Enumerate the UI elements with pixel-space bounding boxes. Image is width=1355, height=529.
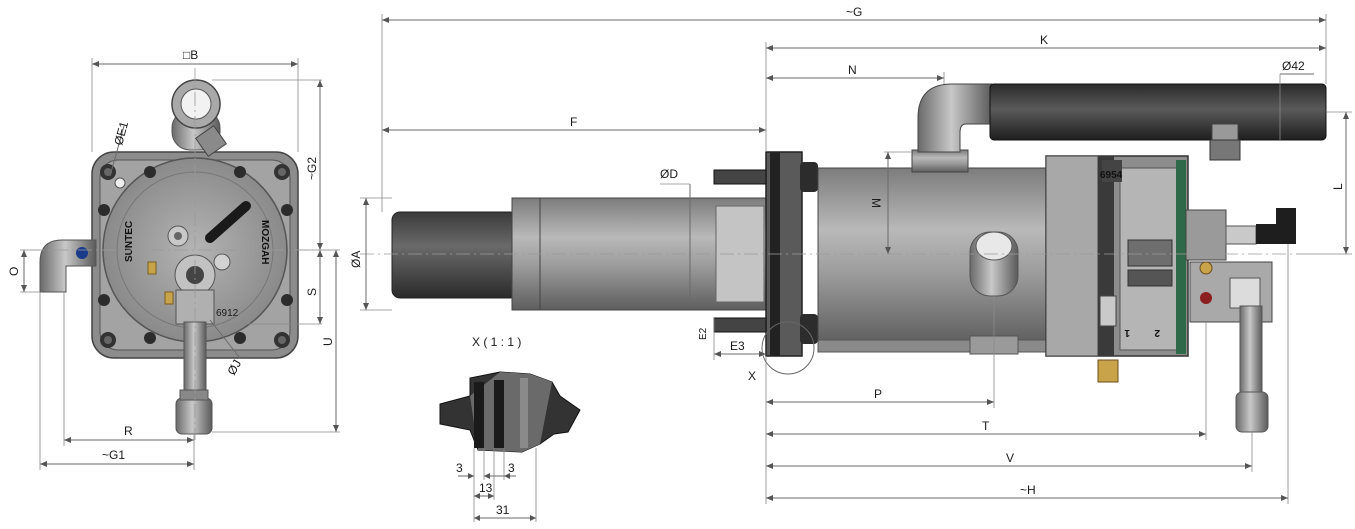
dim-S: S — [305, 288, 319, 296]
dim-P: P — [874, 387, 882, 401]
part-number: 6954 — [1100, 170, 1123, 181]
dim-O: O — [7, 267, 21, 276]
front-view-dimensions: □B ~G2 S U O R ~G1 ØE1 ØJ — [7, 48, 340, 470]
dim-B: □B — [183, 48, 198, 62]
detail-title: X ( 1 : 1 ) — [472, 335, 521, 349]
dim-G2: ~G2 — [305, 157, 319, 180]
burner-side-view: 6954 1 2 — [360, 83, 1327, 433]
detail-x: X ( 1 : 1 ) 3 3 13 31 — [439, 335, 581, 522]
dim-M: M — [869, 198, 883, 208]
pump-num-1: 1 — [1124, 327, 1130, 338]
side-view-dimensions: ~G K N Ø42 F L ØA ØD M E2 — [349, 5, 1352, 504]
dim-K: K — [1040, 33, 1048, 47]
pump-num-2: 2 — [1154, 327, 1160, 338]
dim-R: R — [124, 424, 133, 438]
return-pipe — [989, 83, 1327, 141]
detail-dim-3a: 3 — [456, 461, 463, 475]
dim-V: V — [1006, 451, 1014, 465]
detail-dim-3b: 3 — [508, 461, 515, 475]
dim-L: L — [1331, 183, 1345, 190]
detail-dim-31: 31 — [496, 503, 510, 517]
dim-N: N — [848, 63, 857, 77]
pump-brand-left: SUNTEC — [124, 221, 135, 262]
top-elbow — [917, 83, 993, 153]
detail-dim-13: 13 — [479, 481, 493, 495]
adjust-lever — [205, 201, 251, 243]
dim-X: X — [748, 369, 756, 383]
pump-label-12: 6912 — [216, 308, 239, 319]
dim-D42: Ø42 — [1282, 59, 1305, 73]
nozzle-tip — [391, 211, 519, 299]
dim-H: ~H — [1020, 483, 1036, 497]
dim-U: U — [321, 337, 335, 346]
dim-T: T — [982, 419, 990, 433]
dim-E1: ØE1 — [111, 120, 131, 147]
pump-front-view: 6912 SUNTEC MOZGAH — [39, 79, 299, 435]
dim-DD: ØD — [660, 167, 678, 181]
dim-E3: E3 — [730, 339, 745, 353]
dim-G1: ~G1 — [102, 448, 125, 462]
dim-E2: E2 — [698, 327, 709, 340]
pump-brand-right: MOZGAH — [259, 220, 270, 264]
dim-DA: ØA — [349, 251, 363, 268]
dim-G: ~G — [846, 5, 862, 19]
dim-F: F — [570, 115, 577, 129]
dim-J: ØJ — [224, 357, 244, 377]
